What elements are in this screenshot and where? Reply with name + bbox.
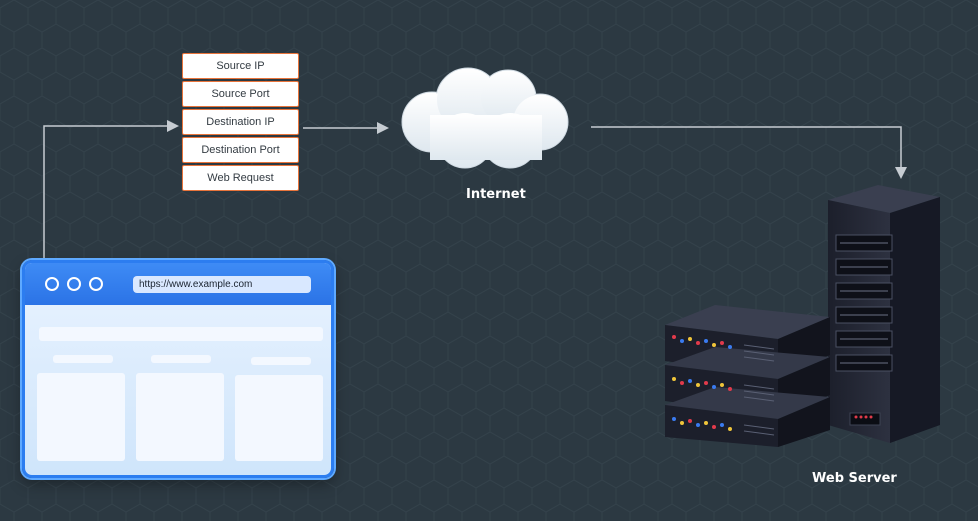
server-label: Web Server <box>812 471 897 486</box>
page-card-block <box>235 375 323 461</box>
arrow-cloud-to-server <box>591 126 907 179</box>
window-dot-icon <box>45 277 59 291</box>
window-dot-icon <box>67 277 81 291</box>
page-header-block <box>39 327 323 341</box>
field-source-port: Source Port <box>182 81 299 107</box>
packet-fields: Source IP Source Port Destination IP Des… <box>182 53 299 193</box>
field-web-request: Web Request <box>182 165 299 191</box>
page-card-block <box>136 373 224 461</box>
url-bar: https://www.example.com <box>133 275 311 293</box>
window-dot-icon <box>89 277 103 291</box>
cloud-label: Internet <box>466 187 526 202</box>
cloud-icon <box>401 67 569 169</box>
page-label-block <box>53 355 113 363</box>
arrow-browser-to-packet <box>43 120 179 260</box>
page-label-block <box>251 357 311 365</box>
browser-toolbar: https://www.example.com <box>25 263 331 305</box>
page-card-block <box>37 373 125 461</box>
browser-window-icon: https://www.example.com <box>22 260 334 478</box>
field-source-ip: Source IP <box>182 53 299 79</box>
server-rack-icon <box>665 185 940 447</box>
field-destination-port: Destination Port <box>182 137 299 163</box>
field-destination-ip: Destination IP <box>182 109 299 135</box>
page-label-block <box>151 355 211 363</box>
